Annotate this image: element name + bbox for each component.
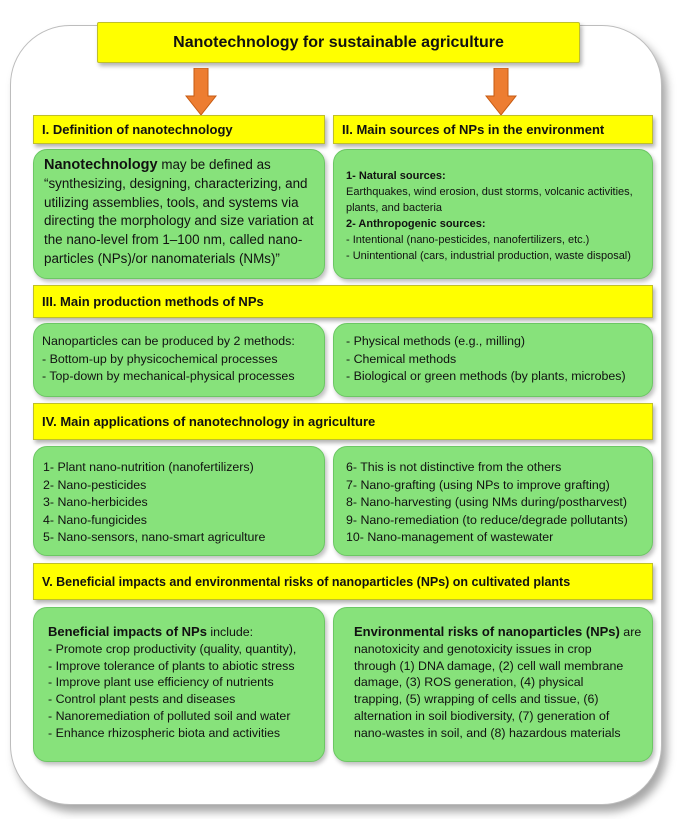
risks-line: alternation in soil biodiversity, (7) ge… — [354, 708, 610, 723]
section-3-left-box: Nanoparticles can be produced by 2 metho… — [33, 323, 325, 397]
section-4-heading: IV. Main applications of nanotechnology … — [33, 403, 653, 440]
production-left-line: - Bottom-up by physicochemical processes — [42, 351, 278, 366]
beneficial-item: - Promote crop productivity (quality, qu… — [48, 641, 297, 656]
natural-sources-line: plants, and bacteria — [346, 202, 443, 214]
definition-line-5: particles (NPs)/or nanomaterials (NMs)” — [44, 250, 280, 266]
section-4-right-box: 6- This is not distinctive from the othe… — [333, 446, 653, 556]
applications-right-text: 6- This is not distinctive from the othe… — [346, 459, 646, 547]
beneficial-item: - Enhance rhizospheric biota and activit… — [48, 725, 281, 740]
application-item: 3- Nano-herbicides — [43, 495, 148, 510]
arrow-down-left-icon — [185, 68, 217, 116]
beneficial-item: - Improve plant use efficiency of nutrie… — [48, 675, 274, 690]
application-item: 4- Nano-fungicides — [43, 512, 148, 527]
section-5-heading: V. Beneficial impacts and environmental … — [33, 563, 653, 600]
natural-sources-line: Earthquakes, wind erosion, dust storms, … — [346, 186, 633, 198]
applications-left-text: 1- Plant nano-nutrition (nanofertilizers… — [43, 459, 316, 547]
section-3-right-box: - Physical methods (e.g., milling) - Che… — [333, 323, 653, 397]
production-right-line: - Physical methods (e.g., milling) — [346, 334, 526, 348]
anthropogenic-sources-heading: 2- Anthropogenic sources: — [346, 218, 486, 230]
page-title: Nanotechnology for sustainable agricultu… — [97, 22, 580, 63]
risks-lead-line: Environmental risks of nanoparticles (NP… — [354, 624, 646, 641]
section-5-risks-box: Environmental risks of nanoparticles (NP… — [333, 607, 653, 762]
risks-line: damage, (3) ROS generation, (4) physical — [354, 675, 584, 690]
risks-line: through (1) DNA damage, (2) cell wall me… — [354, 658, 624, 673]
definition-line-4: the nano-level from 1–100 nm, called nan… — [44, 232, 303, 248]
risks-line: nanotoxicity and genotoxicity issues in … — [354, 641, 592, 656]
definition-line-1: “synthesizing, designing, characterizing… — [44, 175, 308, 191]
beneficial-lead-rest: include: — [206, 625, 254, 639]
production-right-line: - Biological or green methods (by plants… — [346, 369, 626, 384]
application-item: 8- Nano-harvesting (using NMs during/pos… — [346, 495, 627, 510]
production-left-line: - Top-down by mechanical-physical proces… — [42, 369, 295, 384]
production-right-line: - Chemical methods — [346, 351, 457, 366]
application-item: 7- Nano-grafting (using NPs to improve g… — [346, 477, 610, 492]
section-1-heading: I. Definition of nanotechnology — [33, 115, 325, 144]
section-4-left-box: 1- Plant nano-nutrition (nanofertilizers… — [33, 446, 325, 556]
beneficial-lead: Beneficial impacts of NPs — [48, 624, 207, 639]
definition-line-0: may be defined as — [157, 157, 271, 172]
section-1-definition-box: Nanotechnology may be defined as “synthe… — [33, 149, 325, 279]
risks-line: trapping, (5) wrapping of cells and tiss… — [354, 692, 599, 707]
definition-line-2: utilizing assemblies, tools, and systems… — [44, 194, 299, 210]
arrow-down-right-icon — [485, 68, 517, 116]
risks-text: Environmental risks of nanoparticles (NP… — [354, 624, 646, 742]
production-left-text: Nanoparticles can be produced by 2 metho… — [42, 333, 316, 386]
application-item: 1- Plant nano-nutrition (nanofertilizers… — [43, 460, 254, 474]
sources-text: 1- Natural sources: Earthquakes, wind er… — [346, 168, 644, 264]
definition-lead: Nanotechnology — [44, 157, 158, 173]
section-2-sources-box: 1- Natural sources: Earthquakes, wind er… — [333, 149, 653, 279]
beneficial-item: - Control plant pests and diseases — [48, 692, 236, 707]
anthropogenic-sources-line: - Unintentional (cars, industrial produc… — [346, 250, 631, 262]
anthropogenic-sources-line: - Intentional (nano-pesticides, nanofert… — [346, 234, 590, 246]
definition-text: Nanotechnology may be defined as “synthe… — [44, 156, 316, 269]
beneficial-text: Beneficial impacts of NPs include: - Pro… — [48, 624, 318, 742]
definition-line-3: directing the morphology and size variat… — [44, 213, 314, 229]
risks-line: nano-wastes in soil, and (8) hazardous m… — [354, 725, 621, 740]
application-item: 10- Nano-management of wastewater — [346, 530, 554, 545]
beneficial-item: - Improve tolerance of plants to abiotic… — [48, 658, 295, 673]
section-3-heading: III. Main production methods of NPs — [33, 285, 653, 318]
application-item: 6- This is not distinctive from the othe… — [346, 460, 562, 474]
beneficial-item: - Nanoremediation of polluted soil and w… — [48, 708, 291, 723]
risks-lead-rest: are — [619, 625, 642, 639]
natural-sources-heading: 1- Natural sources: — [346, 170, 446, 182]
production-right-text: - Physical methods (e.g., milling) - Che… — [346, 333, 644, 386]
risks-lead: Environmental risks of nanoparticles (NP… — [354, 624, 620, 639]
section-2-heading: II. Main sources of NPs in the environme… — [333, 115, 653, 144]
section-5-beneficial-box: Beneficial impacts of NPs include: - Pro… — [33, 607, 325, 762]
application-item: 9- Nano-remediation (to reduce/degrade p… — [346, 512, 628, 527]
beneficial-lead-line: Beneficial impacts of NPs include: — [48, 624, 318, 641]
application-item: 5- Nano-sensors, nano-smart agriculture — [43, 530, 266, 545]
application-item: 2- Nano-pesticides — [43, 477, 147, 492]
production-left-line: Nanoparticles can be produced by 2 metho… — [42, 334, 295, 348]
